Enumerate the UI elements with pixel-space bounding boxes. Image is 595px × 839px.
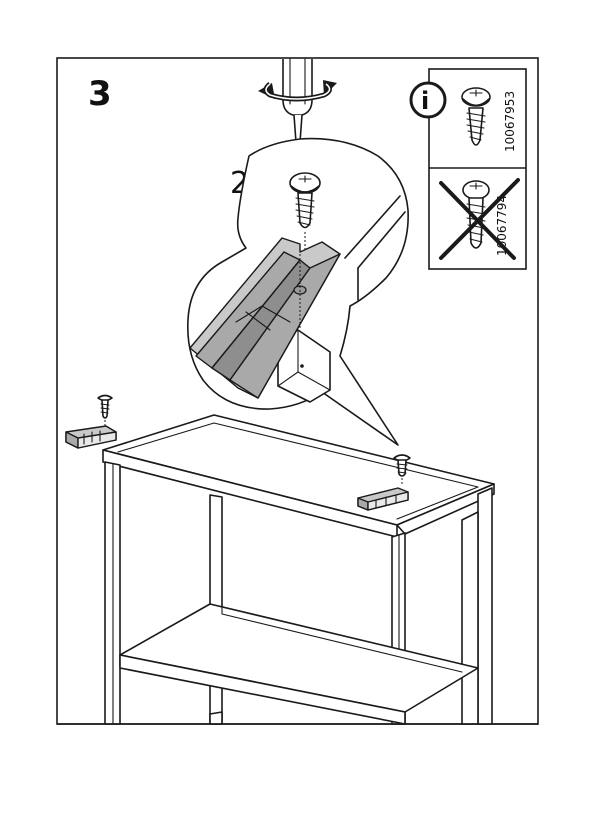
shelf-unit xyxy=(103,415,494,724)
info-icon: i xyxy=(411,83,445,117)
step-number: 3 xyxy=(88,74,112,114)
svg-text:i: i xyxy=(421,87,429,115)
correct-screw-code: 10067953 xyxy=(503,91,517,152)
left-connector-part xyxy=(66,396,116,449)
screw-legend: i 10067953 10067794 xyxy=(411,69,526,269)
detail-magnifier-bubble xyxy=(188,139,408,445)
